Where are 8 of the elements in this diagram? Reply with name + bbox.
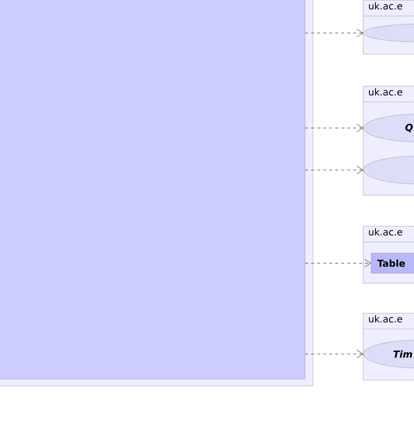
use-case-ellipse <box>363 156 414 184</box>
dependency-arrow <box>305 259 371 268</box>
dependency-arrow <box>305 124 364 132</box>
class-box: Table <box>371 253 414 274</box>
dependency-arrow <box>305 166 364 174</box>
dependency-arrow <box>305 28 364 38</box>
use-case-ellipse <box>363 24 414 42</box>
dependency-arrow <box>305 350 364 358</box>
